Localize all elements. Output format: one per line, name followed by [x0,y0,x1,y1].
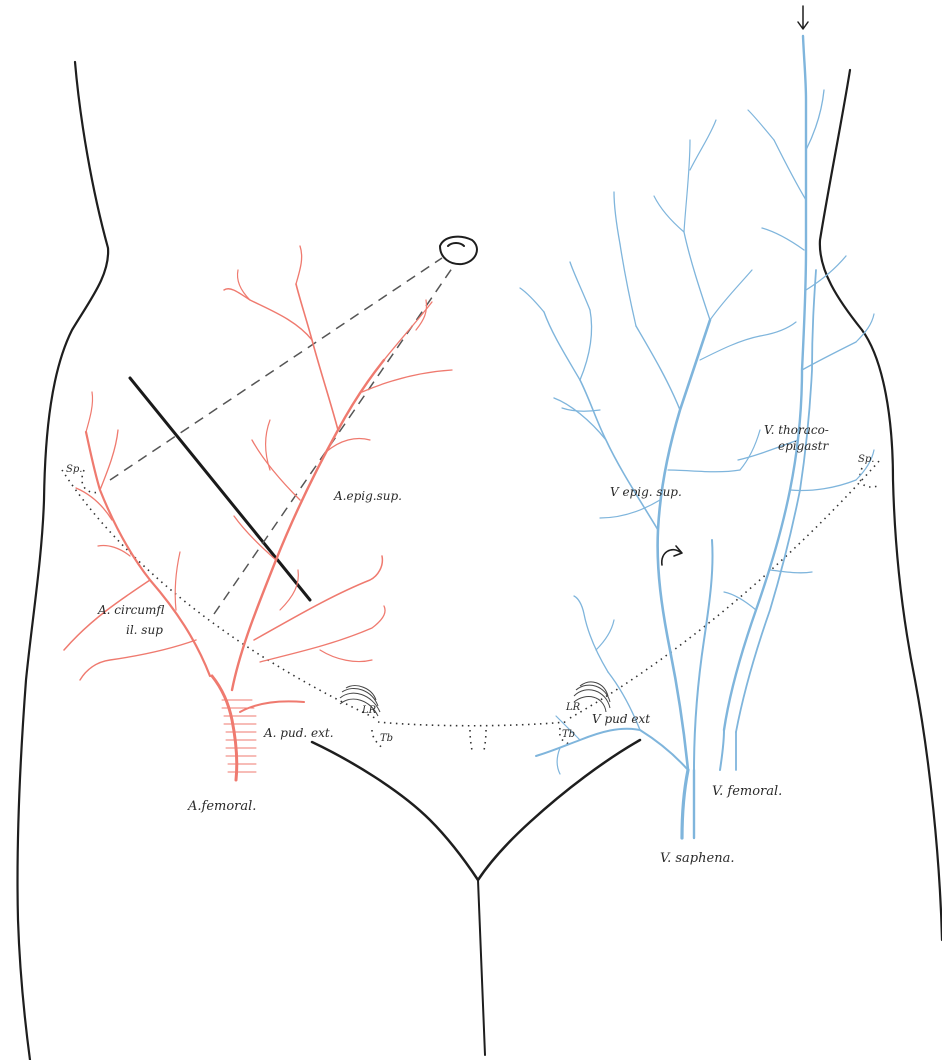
v-thoraco-branch-11 [748,110,774,140]
label-tb-right: Tb [562,729,575,740]
v-epig-branch-15 [668,470,740,472]
label-v-thoraco-line1: V. thoraco- [764,423,829,437]
top-arrow-icon [798,6,808,29]
v-epig-branch-18 [740,430,760,470]
crotch-outline [312,740,640,880]
label-a-epig-sup: A.epig.sup. [333,489,402,503]
a-circumfl-branch-6 [175,552,180,610]
label-v-thoraco-line2: epigastr [778,439,829,453]
v-epig-branch-13 [690,120,716,170]
v-thoraco-branch-8 [770,570,812,573]
v-epig-branch-20 [760,322,796,336]
v-epig-branch-9 [614,192,620,244]
label-a-pud-ext: A. pud. ext. [263,726,334,740]
v-epig-branch-14 [654,196,684,232]
left-flank-outline [17,62,108,1060]
v-pud-ext-branch-6 [557,748,560,774]
v-femoral-stub [720,730,724,770]
femoral-artery-hatching [222,700,256,772]
body-outline [17,6,942,1060]
a-epig-sup-branch-5 [296,246,302,284]
v-epig-branch-3 [544,312,580,380]
pubic-line [378,722,566,726]
dashed-line-inguinal-umbilicus [214,264,455,614]
a-circumfl-trunk [86,432,210,676]
v-epig-branch-11 [684,140,690,232]
center-pubic-marker [470,730,486,752]
v-epig-branch-2 [554,398,606,440]
label-a-circumfl-line2: il. sup [126,623,163,637]
a-pud-ext-branch [240,701,304,712]
v-epig-branch-16 [600,500,660,518]
a-epig-sup-trunk [232,360,384,690]
a-epig-sup-branch-4 [362,370,452,392]
curved-arrow-icon [662,546,682,565]
v-epig-branch-10 [684,232,710,320]
label-sp-left: Sp. [66,464,82,475]
label-a-femoral: A.femoral. [187,799,256,814]
v-epig-branch-4 [520,288,544,312]
a-epig-sup-branch-7 [252,440,300,500]
v-saphena-trunk [682,770,688,838]
v-epig-sup-trunk-2 [694,540,713,770]
label-tb-left: Tb [380,733,393,744]
v-pud-ext-branch-4 [596,620,614,650]
dashed-line-spine-umbilicus [110,258,442,480]
v-thoraco-branch-3 [762,228,804,250]
v-epig-branch-19 [562,408,600,411]
v-thoraco-branch-10 [724,592,756,610]
umbilicus [440,237,477,264]
label-sp-right: Sp. [858,454,874,465]
label-v-saphena: V. saphena. [660,851,734,866]
labels: A.epig.sup. A. circumfl il. sup A. pud. … [66,423,874,866]
incision-line [130,378,310,600]
arteries [64,246,452,780]
a-epig-sup-branch-3 [384,302,432,360]
a-epig-sup-branch-1 [296,284,338,430]
label-a-circumfl-line1: A. circumfl [97,603,164,617]
dashed-guide-lines [110,258,455,614]
v-epig-branch-17 [700,336,760,360]
v-epig-branch-6 [570,262,590,310]
v-thoraco-branch-5 [802,342,856,370]
a-circumfl-branch-5 [86,392,93,432]
label-v-femoral: V. femoral. [712,784,782,799]
v-thoraco-branch-1 [774,140,806,200]
v-epig-branch-8 [620,244,636,326]
a-circumfl-branch-7 [98,545,130,556]
label-lr-left: LR [361,705,377,716]
label-v-epig-sup: V epig. sup. [610,485,682,499]
v-pud-ext-branch [536,729,688,770]
a-circumfl-branch-2 [80,640,196,680]
a-lower-branch-2 [260,606,385,662]
left-inguinal-line [62,470,375,718]
v-epig-branch-7 [636,326,680,410]
v-pud-ext-branch-3 [574,596,608,672]
a-circumfl-branch-4 [100,430,118,490]
v-thoraco-branch-12 [856,314,874,342]
v-epig-branch-12 [710,270,752,320]
v-epig-branch-5 [580,310,592,380]
v-thoraco-branch-2 [806,90,824,150]
inner-thigh-outline [478,880,485,1055]
veins [520,36,874,838]
label-lr-right: LR [565,702,581,713]
right-sp-marker [860,468,878,487]
label-v-pud-ext: V pud ext [592,712,650,726]
a-lower-branch-3 [320,650,372,662]
v-epig-sup-trunk [658,320,710,770]
